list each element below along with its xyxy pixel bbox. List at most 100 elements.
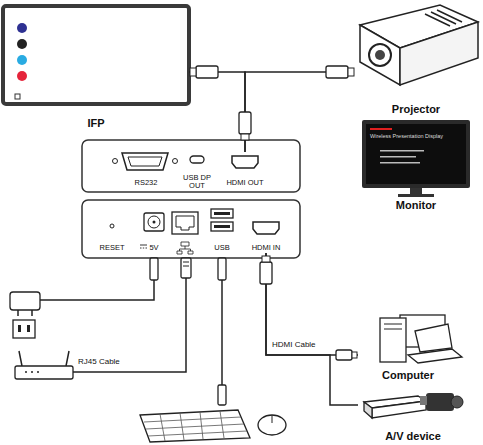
port-label: RS232 — [135, 179, 158, 188]
port-label: HDMI IN — [252, 244, 281, 253]
hdmi-plug — [196, 66, 218, 78]
front-panel — [82, 200, 300, 258]
dc-jack — [153, 221, 156, 224]
hdmi-plug-tip — [190, 68, 196, 76]
usbc-port — [190, 156, 204, 163]
cable-label: HDMI Cable — [272, 341, 342, 350]
usb-port: USB — [207, 206, 237, 253]
cable-label: RJ45 Cable — [78, 358, 148, 367]
player-side — [364, 402, 372, 418]
hdmi-out-port: HDMI OUT — [223, 152, 267, 188]
player-front — [372, 401, 426, 418]
screen-logo — [370, 128, 392, 130]
hdmi-plug — [336, 350, 352, 360]
monitor-device: Monitor — [358, 118, 474, 212]
hdmi-plug — [326, 66, 348, 78]
projector-lens — [375, 50, 385, 60]
keyboard-keys — [144, 417, 247, 436]
projector-vent — [425, 10, 462, 26]
monitor-bezel — [362, 120, 470, 188]
hdmi-cable — [245, 72, 352, 152]
hdmi-in-port: HDMI IN — [246, 218, 286, 253]
reset-hole — [110, 224, 114, 228]
screen-title: Wireless Presentation Display — [370, 133, 464, 139]
usb-port — [214, 225, 230, 228]
hdmi-cable — [266, 253, 358, 405]
screen-line — [380, 162, 420, 164]
hdmi-cable — [266, 253, 358, 355]
hdmi-port — [253, 222, 279, 234]
device-label: A/V device — [385, 430, 441, 443]
power-adapter — [10, 292, 40, 310]
usb-plug — [218, 385, 226, 405]
laptop-base — [408, 349, 462, 363]
rear-panel — [82, 140, 300, 192]
monitor-stand — [410, 188, 422, 194]
rj45-port — [172, 212, 198, 234]
usb-port — [214, 212, 230, 215]
ifp-dot — [17, 71, 27, 81]
usbc-port: USB DP OUT — [182, 153, 212, 191]
hdmi-cable — [189, 72, 245, 152]
usb-port — [211, 209, 233, 218]
ifp-dot — [17, 39, 27, 49]
computer-drive — [384, 324, 402, 329]
connector-layer — [189, 72, 358, 405]
device-label: Monitor — [396, 199, 436, 212]
device-label: Computer — [382, 369, 434, 382]
network-icon — [177, 242, 193, 254]
projector-lens — [369, 44, 391, 66]
rj45-plug — [183, 262, 189, 266]
device-label: IFP — [87, 117, 104, 130]
dc-plug — [150, 258, 158, 280]
hdmi-plug-tip — [262, 256, 270, 262]
dc-symbol — [140, 245, 147, 248]
rj45-wire — [73, 278, 186, 372]
power-wire — [40, 280, 154, 300]
dc-jack — [144, 213, 164, 231]
port-screw — [113, 159, 118, 164]
power-port: 5V — [138, 210, 170, 253]
ifp-dot — [17, 23, 27, 33]
ifp-dot — [17, 55, 27, 65]
device-label: Projector — [392, 103, 440, 116]
av-device: A/V device — [358, 383, 468, 443]
laptop-screen — [415, 324, 452, 352]
screen-line — [380, 150, 424, 152]
computer-tower — [380, 318, 406, 362]
port-screw — [173, 159, 178, 164]
ifp-device: IFP — [3, 6, 189, 130]
monitor-base — [398, 194, 434, 197]
port-label: HDMI OUT — [226, 179, 263, 188]
adapter-prong — [18, 310, 32, 316]
reset-button: RESET — [97, 215, 127, 253]
camcorder-screen — [420, 396, 427, 405]
ifp-frame — [3, 6, 189, 104]
outlet-slot — [18, 325, 21, 332]
rj45-plug — [181, 258, 191, 278]
hdmi-plug-tip — [348, 68, 354, 76]
router-led — [25, 371, 39, 373]
rs232-port — [122, 153, 168, 170]
camcorder-body — [426, 393, 454, 411]
hdmi-plug — [239, 112, 251, 134]
camcorder-lens — [451, 396, 463, 408]
port-label: 5V — [149, 244, 158, 253]
screen-line — [380, 156, 416, 158]
usb-plug — [218, 258, 226, 280]
mouse — [258, 415, 286, 435]
mouse-button — [272, 415, 273, 423]
rj45-port — [176, 216, 194, 230]
rs232-port — [128, 157, 162, 166]
hdmi-plug-tip — [241, 134, 249, 140]
keyboard — [140, 410, 250, 442]
router — [15, 366, 73, 379]
hdmi-plug — [260, 262, 272, 284]
router-antenna — [19, 351, 69, 366]
wall-outlet — [13, 320, 35, 338]
usb-port — [211, 222, 233, 231]
ifp-icon — [15, 94, 20, 99]
hdmi-port — [232, 156, 258, 168]
hdmi-plug-tip — [352, 352, 357, 358]
